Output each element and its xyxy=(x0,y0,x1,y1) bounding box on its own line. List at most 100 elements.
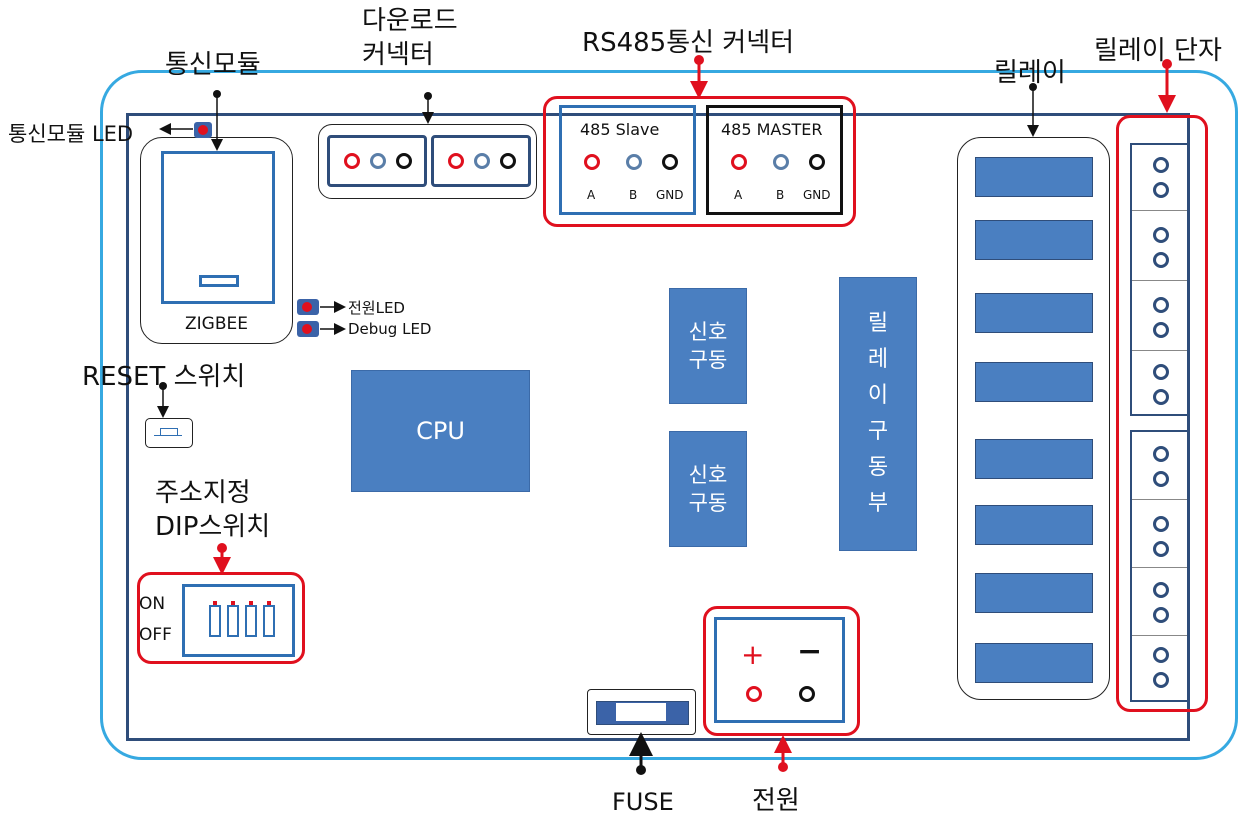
master-pin-a-label: A xyxy=(734,188,743,202)
master-pin-a xyxy=(731,154,747,170)
master-pin-gnd-label: GND xyxy=(803,188,831,202)
label-download-connector: 다운로드 커넥터 xyxy=(362,6,458,70)
relay-7 xyxy=(975,573,1093,613)
download-pin-4 xyxy=(448,153,464,169)
terminal-pin xyxy=(1153,516,1169,532)
power-plus-label: + xyxy=(741,638,765,671)
terminal-pin xyxy=(1153,446,1169,462)
relay-4 xyxy=(975,362,1093,402)
terminal-pin xyxy=(1153,364,1169,380)
terminal-divider xyxy=(1132,567,1187,568)
dip-switch-1 xyxy=(209,605,221,637)
slave-pin-a-label: A xyxy=(587,188,596,202)
download-connector-housing xyxy=(318,124,537,199)
terminal-divider xyxy=(1132,280,1187,281)
comm-module-led-light xyxy=(198,125,208,135)
reset-switch xyxy=(145,418,193,448)
dip-off-label: OFF xyxy=(139,625,172,645)
download-pin-2 xyxy=(370,153,386,169)
download-pin-3 xyxy=(396,153,412,169)
label-power-led: 전원LED xyxy=(348,299,405,317)
relay-1 xyxy=(975,157,1093,197)
power-pin-plus xyxy=(746,686,762,702)
terminal-pin xyxy=(1153,157,1169,173)
master-pin-b-label: B xyxy=(776,188,785,202)
relay-terminal-block-2 xyxy=(1130,430,1189,702)
label-reset-switch: RESET 스위치 xyxy=(82,362,246,392)
download-pin-5 xyxy=(474,153,490,169)
dip-marker-2 xyxy=(231,601,235,605)
download-pin-6 xyxy=(500,153,516,169)
relay-6 xyxy=(975,505,1093,545)
label-relay: 릴레이 xyxy=(994,58,1066,88)
fuse-body xyxy=(596,701,689,725)
label-comm-module-led: 통신모듈 LED xyxy=(8,122,134,146)
label-comm-module: 통신모듈 xyxy=(165,50,261,80)
terminal-pin xyxy=(1153,541,1169,557)
terminal-pin xyxy=(1153,227,1169,243)
relay-terminal-block-1 xyxy=(1130,143,1189,416)
terminal-pin xyxy=(1153,607,1169,623)
terminal-pin xyxy=(1153,582,1169,598)
terminal-divider xyxy=(1132,635,1187,636)
slave-pin-gnd-label: GND xyxy=(656,188,684,202)
relay-5 xyxy=(975,439,1093,479)
relay-8 xyxy=(975,643,1093,683)
terminal-pin xyxy=(1153,322,1169,338)
cpu-label: CPU xyxy=(416,417,465,445)
label-fuse: FUSE xyxy=(612,788,674,816)
terminal-divider xyxy=(1132,499,1187,500)
signal-driver-1: 신호 구동 xyxy=(669,288,747,404)
terminal-divider xyxy=(1132,350,1187,351)
slave-pin-a xyxy=(584,154,600,170)
relay-group xyxy=(957,137,1110,700)
dip-switch xyxy=(182,584,295,657)
zigbee-label: ZIGBEE xyxy=(185,314,248,334)
power-pin-minus xyxy=(799,686,815,702)
label-dip-switch: 주소지정 DIP스위치 xyxy=(155,478,271,542)
slave-pin-b xyxy=(626,154,642,170)
terminal-pin xyxy=(1153,252,1169,268)
power-connector: + − xyxy=(714,617,845,723)
relay-driver-label: 릴 레 이 구 동 부 xyxy=(867,311,889,516)
terminal-pin xyxy=(1153,182,1169,198)
master-pin-b xyxy=(773,154,789,170)
dip-marker-3 xyxy=(249,601,253,605)
relay-terminal-highlight xyxy=(1116,115,1208,712)
cpu-chip: CPU xyxy=(351,370,530,492)
download-connector-left xyxy=(327,135,427,187)
rs485-slave-connector: 485 Slave A B GND xyxy=(559,105,696,215)
fuse-window xyxy=(616,703,666,721)
terminal-divider xyxy=(1132,210,1187,211)
dip-on-label: ON xyxy=(139,594,166,614)
signal-driver-2-label: 신호 구동 xyxy=(688,463,728,515)
download-connector-right xyxy=(431,135,531,187)
debug-led-light xyxy=(302,324,312,334)
relay-3 xyxy=(975,293,1093,333)
rs485-master-title: 485 MASTER xyxy=(721,120,823,139)
device-outline xyxy=(100,70,1238,760)
dip-marker-4 xyxy=(267,601,271,605)
master-pin-gnd xyxy=(809,154,825,170)
fuse-holder xyxy=(587,689,696,735)
reset-button-base xyxy=(154,435,182,436)
terminal-pin xyxy=(1153,389,1169,405)
label-relay-terminal: 릴레이 단자 xyxy=(1094,36,1222,66)
terminal-pin xyxy=(1153,297,1169,313)
dip-marker-1 xyxy=(213,601,217,605)
relay-driver: 릴 레 이 구 동 부 xyxy=(839,277,917,551)
relay-2 xyxy=(975,220,1093,260)
reset-button-top xyxy=(160,428,178,436)
rs485-master-connector: 485 MASTER A B GND xyxy=(706,105,843,215)
zigbee-module xyxy=(161,151,275,304)
download-pin-1 xyxy=(344,153,360,169)
dip-switch-2 xyxy=(227,605,239,637)
power-highlight xyxy=(703,606,860,736)
signal-driver-2: 신호 구동 xyxy=(669,431,747,547)
dip-switch-3 xyxy=(245,605,257,637)
slave-pin-b-label: B xyxy=(629,188,638,202)
power-led-light xyxy=(302,302,312,312)
rs485-slave-title: 485 Slave xyxy=(580,120,660,139)
dip-switch-4 xyxy=(263,605,275,637)
power-minus-label: − xyxy=(797,634,823,669)
